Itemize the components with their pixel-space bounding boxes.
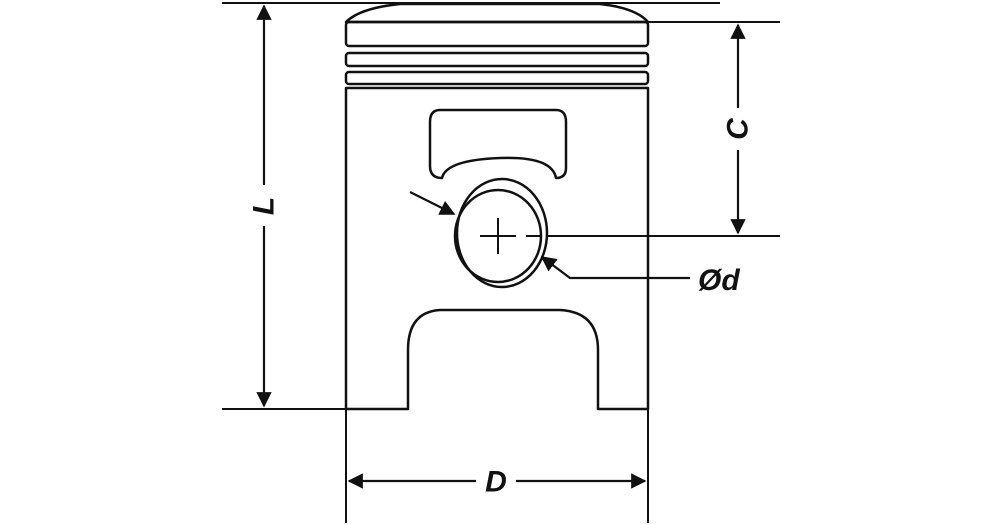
- piston-ring-land-1: [344, 51, 650, 68]
- label-l: L: [248, 197, 281, 215]
- dimension-d-pin-leader-right: [540, 256, 690, 280]
- label-pin-diameter: Ød: [698, 264, 740, 297]
- dimension-d-pin-leader-left: [409, 191, 456, 215]
- pin-bore: [453, 188, 543, 284]
- piston-ring-land-2: [344, 70, 650, 86]
- label-d: D: [485, 466, 507, 499]
- piston-top-land: [344, 20, 650, 48]
- piston-skirt: [344, 86, 650, 411]
- piston-window: [428, 108, 568, 180]
- piston-crown: [344, 2, 650, 24]
- pin-boss-back: [455, 177, 549, 289]
- label-c: C: [722, 117, 755, 140]
